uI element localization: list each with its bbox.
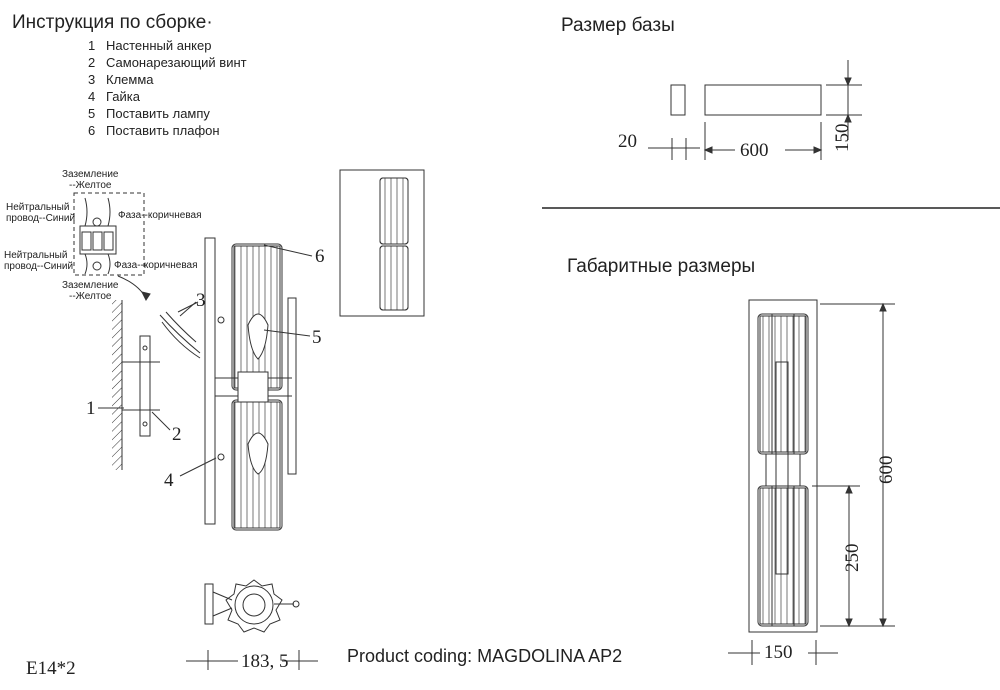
base-depth-value: 20 — [618, 131, 637, 152]
base-size-title: Размер базы — [561, 15, 675, 36]
base-height-value: 150 — [832, 123, 853, 153]
callout-1: 1 — [86, 398, 96, 419]
lamp-spec: E14*2 — [26, 658, 76, 679]
detail-inset — [339, 169, 425, 317]
overall-height-value: 600 — [876, 455, 897, 485]
top-view — [186, 579, 318, 670]
product-coding: Product coding: MAGDOLINA AP2 — [347, 646, 623, 666]
wall-mount — [98, 300, 201, 470]
base-width-value: 600 — [740, 140, 769, 161]
overall-size-title: Габаритные размеры — [567, 256, 756, 277]
overall-width-value: 150 — [764, 642, 793, 663]
neutral-top-label: Нейтральный провод--Синий — [6, 202, 76, 224]
neutral-bottom-label: Нейтральный провод--Синий — [4, 250, 74, 272]
callout-6: 6 — [315, 246, 325, 267]
lower-segment-value: 250 — [842, 543, 863, 573]
callout-5: 5 — [312, 327, 322, 348]
phase-top-label: Фаза--коричневая — [118, 210, 202, 221]
instructions-title: Инструкция по сборке· — [12, 12, 213, 33]
overall-size-drawing — [728, 299, 895, 665]
phase-bottom-label: Фаза--коричневая — [114, 260, 198, 271]
wiring-diagram — [73, 192, 151, 301]
base-size-drawing — [648, 60, 862, 160]
ground-top-label: Заземление --Желтое — [62, 169, 119, 191]
side-dimension-value: 183, 5 — [241, 651, 289, 672]
callout-2: 2 — [172, 424, 182, 445]
ground-bottom-label: Заземление --Желтое — [62, 280, 119, 302]
callout-4: 4 — [164, 470, 174, 491]
main-fixture — [179, 237, 313, 531]
callout-3: 3 — [196, 290, 206, 311]
